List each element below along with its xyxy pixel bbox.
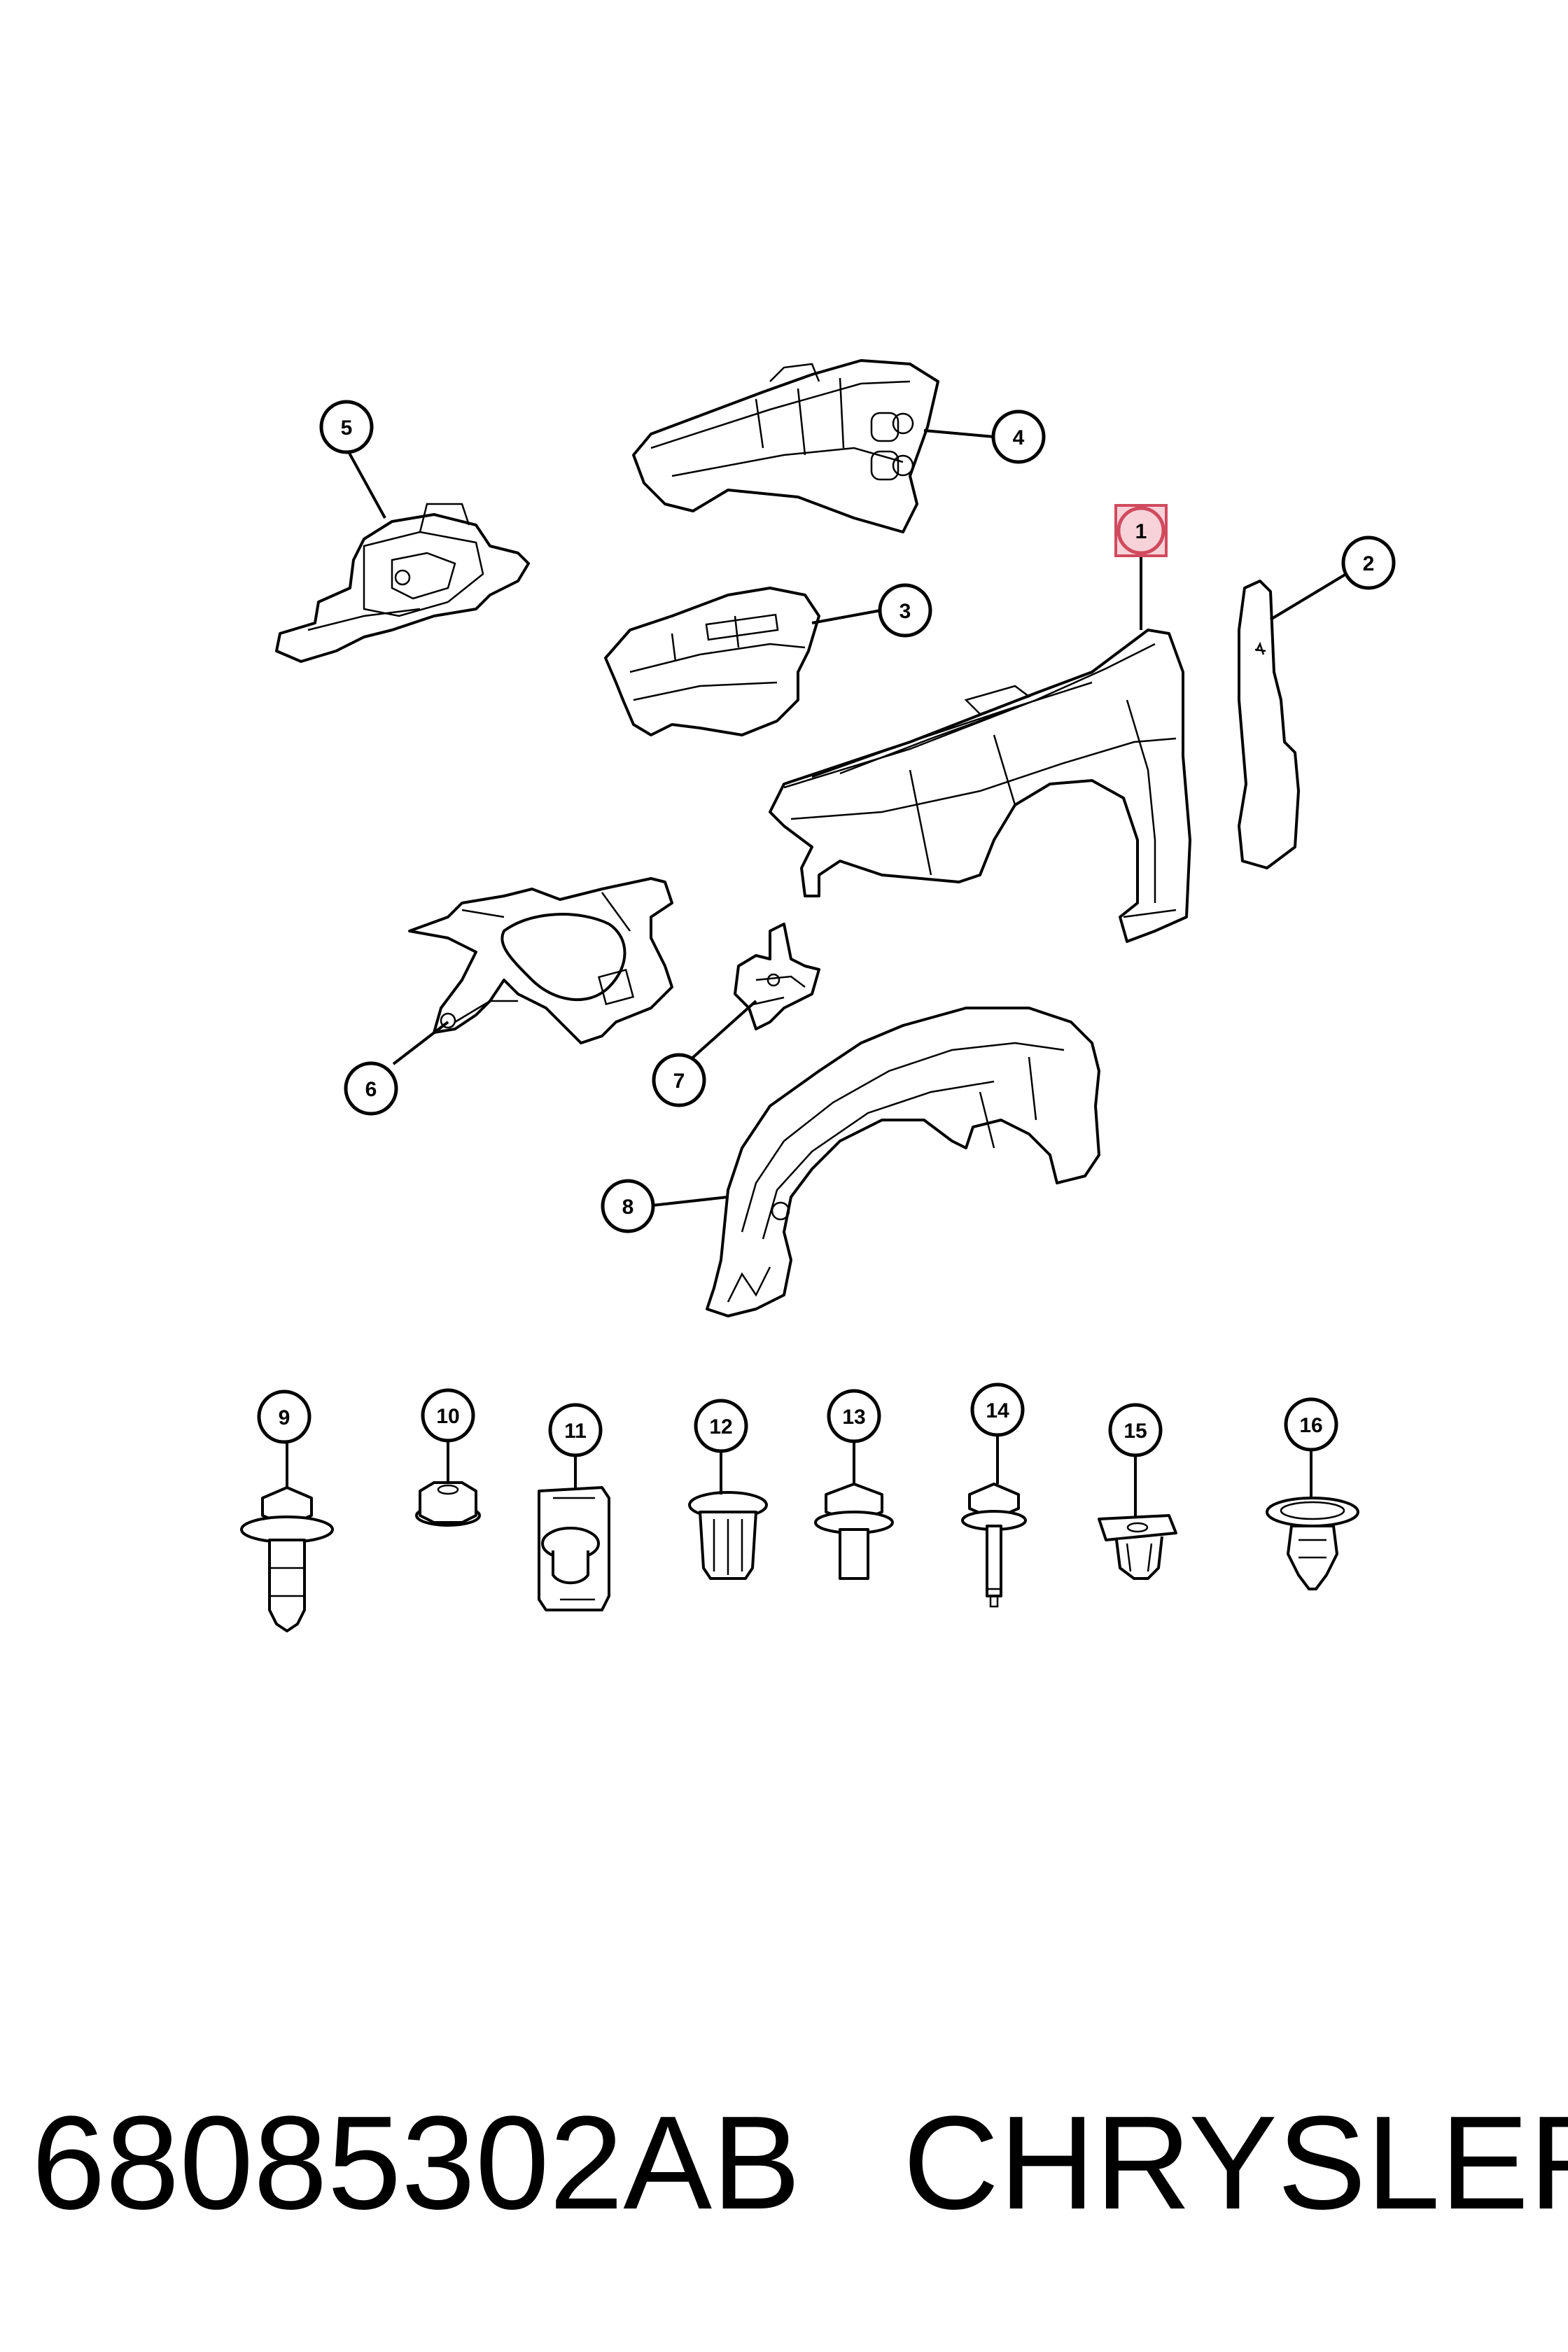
callout-3-label: 3 (899, 600, 911, 623)
callout-10-label: 10 (436, 1405, 459, 1428)
part-1-front-fender (769, 629, 1191, 943)
part-10-flange-nut (415, 1481, 481, 1527)
callout-3[interactable]: 3 (878, 583, 932, 638)
part-number: 68085302AB (31, 2089, 801, 2237)
callout-4-label: 4 (1013, 426, 1025, 449)
part-11-clip-nut (538, 1486, 610, 1611)
callout-4[interactable]: 4 (991, 410, 1046, 464)
callout-2-label: 2 (1363, 552, 1375, 575)
callout-13[interactable]: 13 (827, 1389, 881, 1443)
part-8-wheelhouse-liner (706, 1007, 1100, 1317)
callout-1[interactable]: 1 (1114, 504, 1168, 557)
callout-15-label: 15 (1124, 1420, 1147, 1443)
leader-lines (286, 429, 1348, 1518)
part-4-apron-reinforcement (632, 359, 939, 533)
part-3-inner-panel (604, 587, 820, 736)
callout-9-label: 9 (279, 1406, 290, 1429)
callout-6[interactable]: 6 (344, 1061, 398, 1116)
part-5-shield-bracket (275, 503, 530, 663)
part-13-hex-bolt (814, 1483, 894, 1580)
part-6-headlamp-bracket (408, 877, 673, 1044)
callout-5-label: 5 (341, 416, 353, 440)
callout-8-label: 8 (622, 1196, 634, 1219)
brand-name: CHRYSLER (903, 2089, 1568, 2237)
callout-14[interactable]: 14 (970, 1382, 1025, 1437)
callout-11[interactable]: 11 (548, 1403, 603, 1457)
callout-2[interactable]: 2 (1341, 536, 1396, 590)
callout-15[interactable]: 15 (1108, 1403, 1163, 1457)
callout-13-label: 13 (842, 1406, 865, 1429)
callout-8[interactable]: 8 (601, 1179, 655, 1233)
part-2-fender-seal (1238, 580, 1300, 869)
callout-7-label: 7 (673, 1070, 685, 1093)
callout-16[interactable]: 16 (1284, 1397, 1338, 1452)
callout-5[interactable]: 5 (319, 400, 374, 454)
part-9-bolt (240, 1486, 334, 1632)
callout-10[interactable]: 10 (421, 1388, 475, 1443)
callout-7[interactable]: 7 (652, 1053, 706, 1107)
callout-9[interactable]: 9 (257, 1390, 312, 1444)
part-16-push-clip (1266, 1497, 1359, 1590)
part-15-spring-nut (1098, 1514, 1177, 1580)
callout-12-label: 12 (709, 1415, 732, 1438)
part-7-mounting-bracket (734, 923, 820, 1030)
callout-6-label: 6 (365, 1078, 377, 1101)
callout-11-label: 11 (564, 1420, 587, 1443)
callout-14-label: 14 (986, 1399, 1009, 1422)
part-12-rivet-nut (688, 1491, 768, 1580)
part-14-stud (961, 1483, 1027, 1608)
callout-12[interactable]: 12 (694, 1399, 748, 1453)
callout-1-label: 1 (1135, 520, 1147, 543)
callout-16-label: 16 (1299, 1414, 1322, 1437)
